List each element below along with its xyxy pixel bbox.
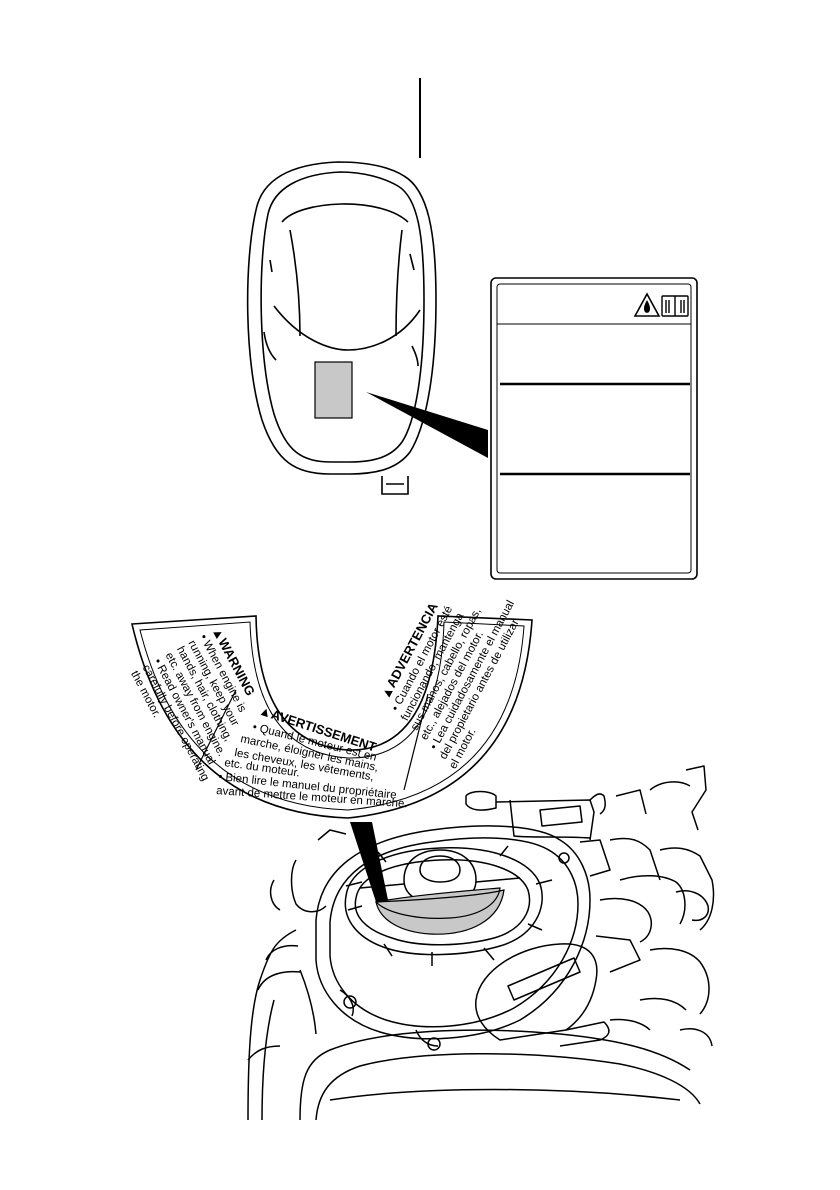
flywheel-warning-decal: [131, 615, 533, 819]
callout-pointer-bottom: [350, 822, 388, 902]
engine-powerhead-illustration: [247, 765, 715, 1121]
cowling-warning-label: [490, 277, 698, 580]
label-location-highlight: [314, 361, 353, 419]
engine-cowling-top-view: [246, 161, 437, 495]
owners-manual-book-icon: [661, 295, 689, 317]
callout-pointer-top: [366, 392, 488, 458]
decal-location-highlight: [374, 887, 505, 935]
fire-warning-triangle-icon: [633, 292, 661, 317]
